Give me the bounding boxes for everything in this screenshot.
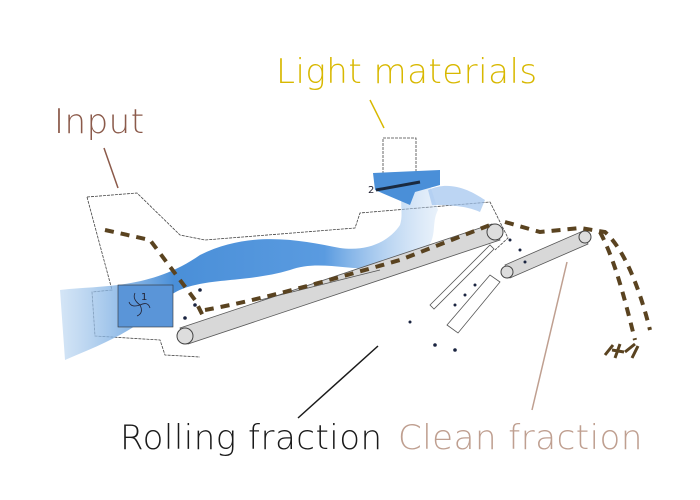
fan-box [117, 284, 174, 328]
main-conveyor-belt [176, 223, 504, 345]
fan-number: 1 [141, 292, 147, 303]
light-materials-label: Light materials [276, 52, 538, 92]
input-label: Input [54, 102, 145, 142]
separator-number: 2 [368, 185, 374, 196]
separator-hood [373, 170, 440, 205]
airflow-stream [60, 185, 438, 360]
rolling-fraction-label: Rolling fraction [120, 418, 383, 458]
chute [446, 274, 501, 334]
deflector-plate [429, 244, 495, 310]
light-outflow [428, 185, 485, 212]
rolling-leader [297, 345, 379, 419]
light-leader [369, 99, 385, 129]
clean-fraction-label: Clean fraction [398, 418, 643, 458]
clean-leader [531, 261, 568, 411]
secondary-conveyor-belt [500, 230, 592, 279]
material-stream [104, 220, 652, 341]
input-leader [103, 147, 119, 189]
material-pile [603, 342, 640, 359]
fan-icon [128, 292, 151, 317]
rolling-particles [183, 238, 527, 352]
